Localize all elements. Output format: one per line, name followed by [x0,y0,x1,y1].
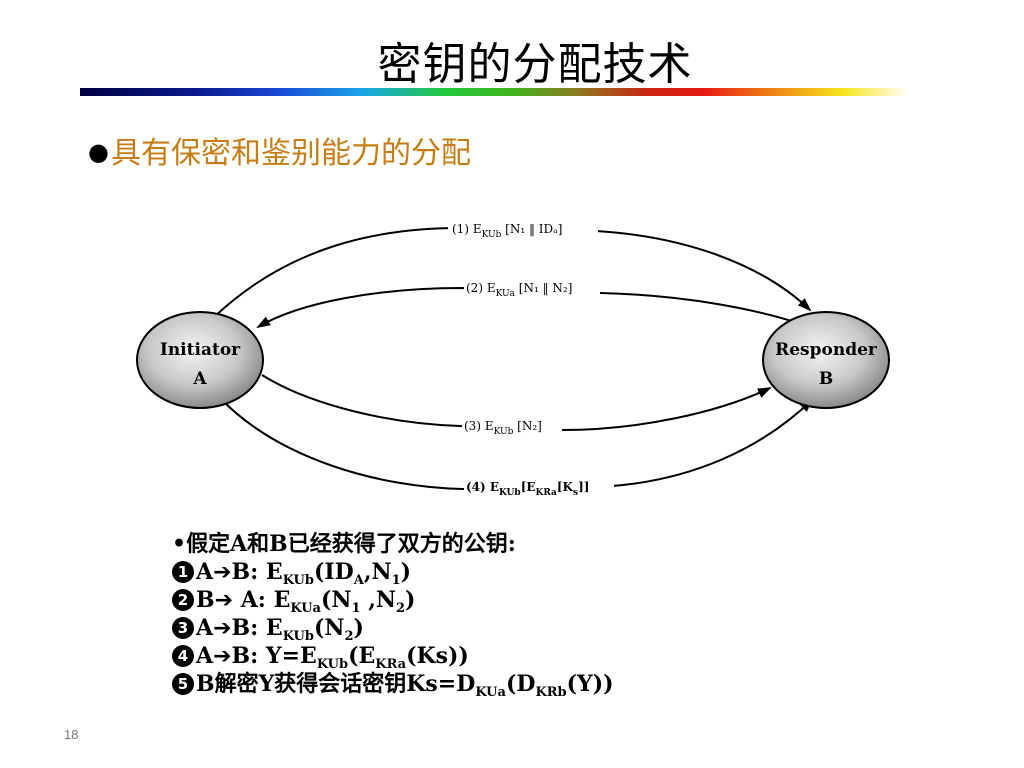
message-2-label: (2) EKUa [N₁ ‖ N₂] [466,281,572,299]
svg-text:B: B [819,369,833,389]
bullet-icon: ● [88,138,109,166]
right-arrow-icon: ➔ [214,588,234,613]
svg-text:Responder: Responder [775,340,878,360]
step-5-number: 5 [172,673,194,695]
step-3-number: 3 [172,617,194,639]
svg-text:A: A [192,369,207,389]
initiator-node: Initiator A [136,311,264,409]
message-1-label: (1) EKUb [N₁ ‖ IDₐ] [452,222,562,240]
step-4-number: 4 [172,645,194,667]
step-1-number: 1 [172,561,194,583]
right-arrow-icon: ➔ [213,616,232,641]
message-4-arrow [219,397,814,491]
steps-intro: •假定A和B已经获得了双方的公钥: [172,530,614,558]
right-arrow-icon: ➔ [213,644,232,669]
responder-node: Responder B [762,311,890,409]
page-number: 18 [64,727,79,742]
intro-bullet: • [172,531,187,557]
bullet-heading: ●具有保密和鉴别能力的分配 [88,128,471,172]
bullet-text: 具有保密和鉴别能力的分配 [110,136,471,171]
svg-text:Initiator: Initiator [160,340,241,360]
title-gradient-bar [80,88,910,96]
message-3-label: (3) EKUb [N₂] [464,419,542,437]
slide-title: 密钥的分配技术 [377,39,693,90]
intro-text: 假定A和B已经获得了双方的公钥: [186,531,516,557]
step-2-number: 2 [172,589,194,611]
message-4-label: (4) EKUb[EKRa[Ks]] [466,480,589,498]
right-arrow-icon: ➔ [213,560,232,585]
